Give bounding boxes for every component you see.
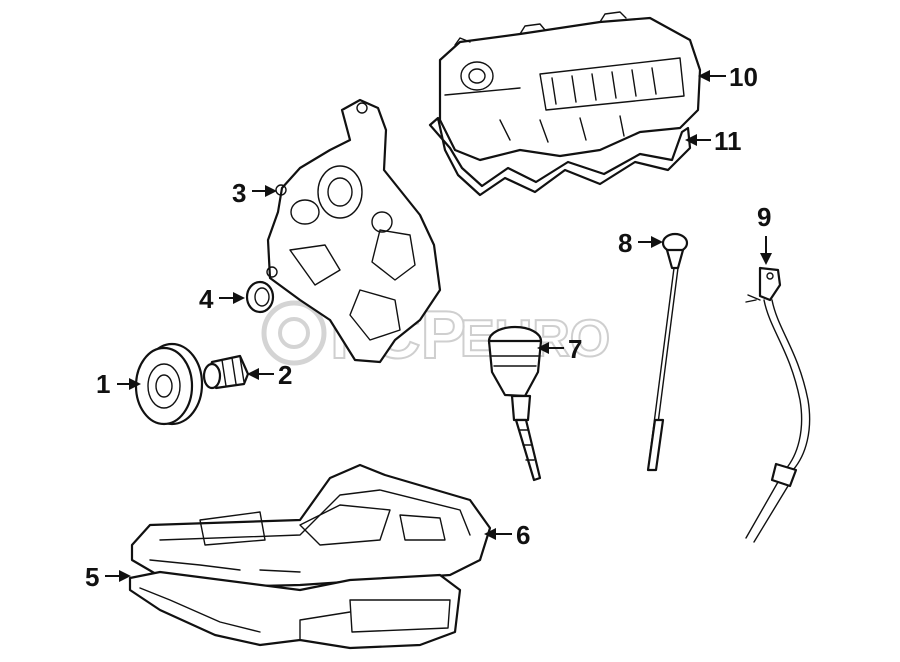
arrowhead-icon [484, 528, 496, 540]
crankshaft-pulley-part [134, 342, 204, 426]
upper-oil-pan-part [130, 463, 492, 590]
callout-number: 2 [278, 360, 292, 390]
arrowhead-icon [651, 236, 663, 248]
callout-number: 6 [516, 520, 530, 550]
callout-10: 10 [698, 62, 758, 92]
callout-number: 11 [714, 126, 742, 156]
callout-1: 1 [96, 369, 141, 399]
timing-cover-part [266, 98, 442, 364]
callout-number: 7 [568, 334, 582, 364]
callout-number: 1 [96, 369, 110, 399]
callout-number: 8 [618, 228, 632, 258]
callout-11: 11 [685, 126, 742, 156]
callout-4: 4 [199, 284, 245, 314]
arrowhead-icon [698, 70, 710, 82]
callout-number: 3 [232, 178, 246, 208]
arrowhead-icon [537, 342, 549, 354]
arrowhead-icon [233, 292, 245, 304]
watermark-logo-inner [278, 317, 310, 349]
seal-part [245, 280, 275, 314]
arrowhead-icon [129, 378, 141, 390]
callout-8: 8 [618, 228, 663, 258]
arrowhead-icon [119, 570, 131, 582]
callout-number: 5 [85, 562, 99, 592]
arrowhead-icon [760, 253, 772, 265]
watermark-logo-icon [261, 300, 327, 366]
pulley-bolt-part [202, 354, 250, 390]
dipstick-tube-part [745, 266, 811, 543]
oil-filter-part [487, 325, 543, 482]
callout-9: 9 [757, 202, 772, 265]
callout-6: 6 [484, 520, 530, 550]
arrowhead-icon [247, 368, 259, 380]
dipstick-part [646, 232, 689, 472]
callout-3: 3 [232, 178, 277, 208]
valve-cover-part [438, 11, 702, 162]
lower-oil-pan-part [128, 570, 462, 650]
callout-number: 4 [199, 284, 214, 314]
arrowhead-icon [685, 134, 697, 146]
callout-2: 2 [247, 360, 292, 390]
arrowhead-icon [265, 185, 277, 197]
callout-number: 9 [757, 202, 771, 232]
callout-number: 10 [729, 62, 758, 92]
callout-7: 7 [537, 334, 582, 364]
callout-5: 5 [85, 562, 131, 592]
